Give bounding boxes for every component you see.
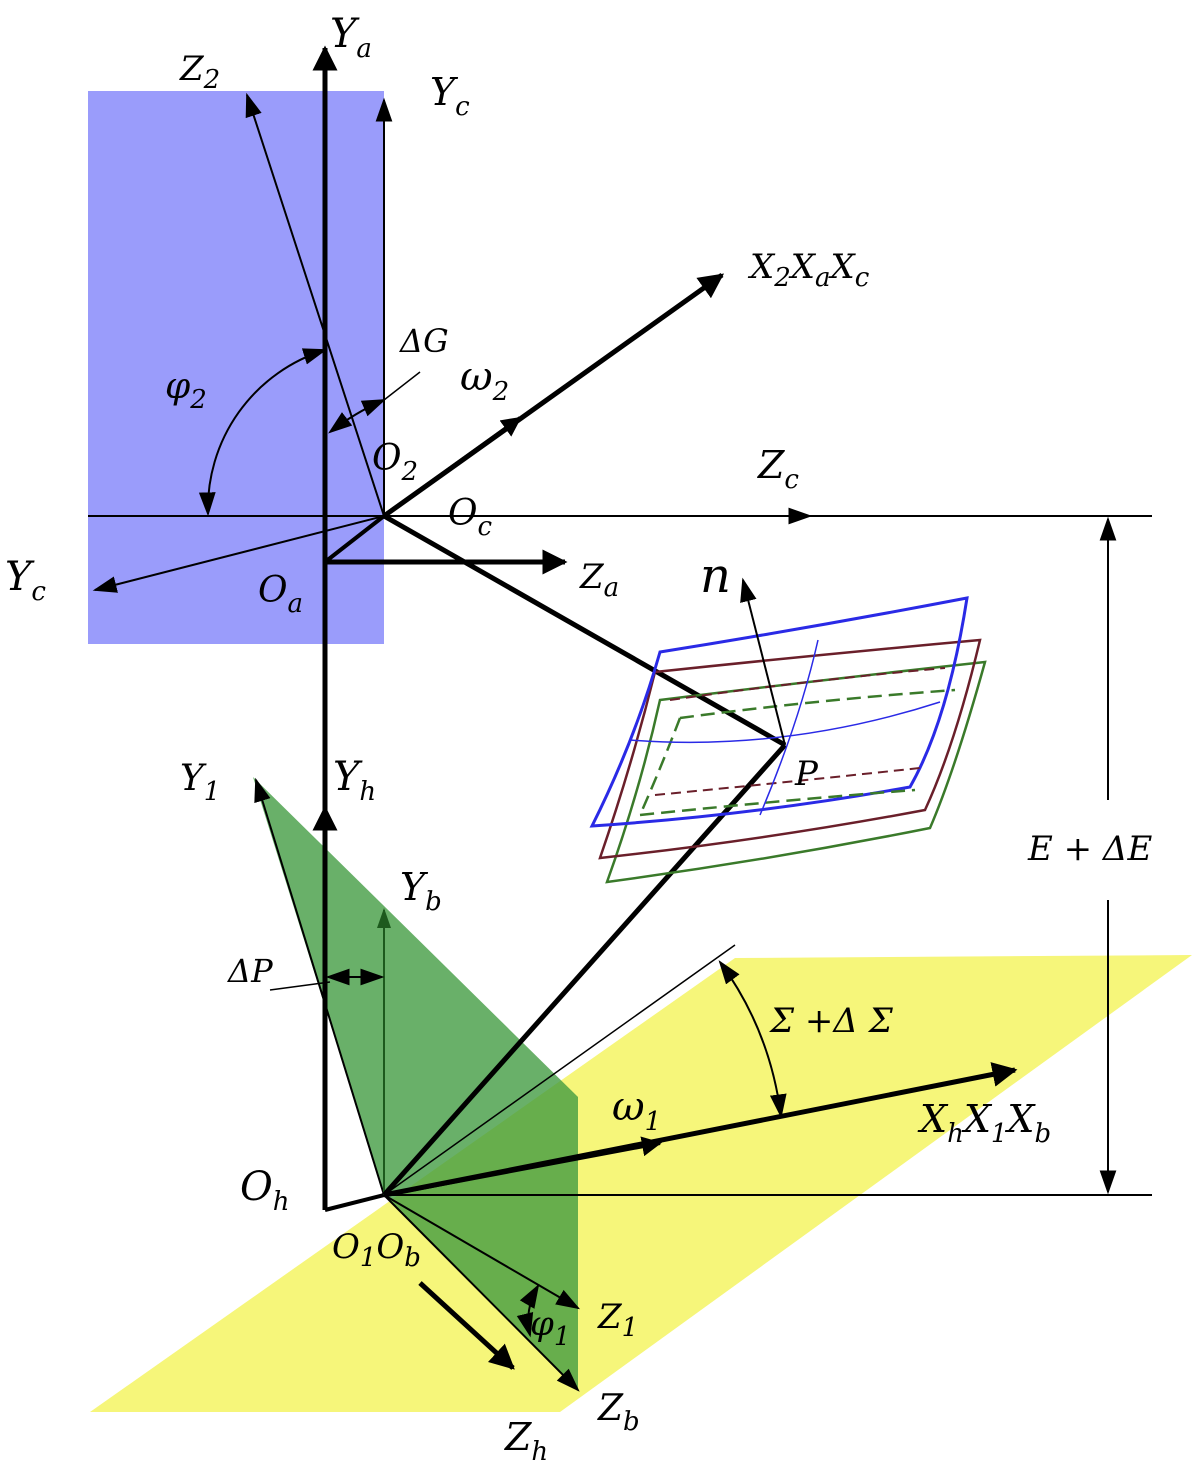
oa-oc-link xyxy=(323,514,386,564)
label-o1-ob: O1Ob xyxy=(332,1227,421,1273)
label-yb: Yb xyxy=(400,865,442,917)
label-omega1: ω1 xyxy=(612,1084,661,1137)
label-z1: Z1 xyxy=(597,1297,638,1343)
yc-axis-left xyxy=(92,515,385,593)
label-sigma-delta-sigma: Σ +Δ Σ xyxy=(768,1001,894,1041)
yellow-plane-edge-line xyxy=(383,944,736,1196)
oc-p-link xyxy=(382,513,787,748)
delta-p-leader xyxy=(269,981,331,991)
surface-dashed-green xyxy=(638,688,956,817)
phi2-angle-arc xyxy=(198,348,328,517)
surface-blue xyxy=(589,596,969,828)
z2-axis xyxy=(245,92,385,517)
green-plane xyxy=(253,777,578,1390)
label-oc: Oc xyxy=(448,493,493,542)
label-phi1: φ1 xyxy=(530,1304,570,1352)
label-phi2: φ2 xyxy=(165,366,207,415)
omega1-vector xyxy=(383,1136,662,1197)
label-ya: Ya xyxy=(330,11,372,64)
sigma-angle-arc xyxy=(718,960,787,1119)
surface-maroon xyxy=(598,638,982,860)
normal-vector xyxy=(740,577,786,746)
o1-p-link xyxy=(382,743,787,1197)
delta-g-arc xyxy=(328,399,387,434)
surface-blue-grid xyxy=(629,639,941,816)
label-zh: Zh xyxy=(504,1415,548,1467)
yellow-plane xyxy=(90,955,1192,1412)
oh-o1-link xyxy=(324,1193,385,1212)
label-p: P xyxy=(794,754,819,794)
omega2-vector xyxy=(382,416,522,518)
label-z2: Z2 xyxy=(179,49,220,95)
delta-g-leader xyxy=(383,371,421,401)
phi1-angle-arc xyxy=(516,1283,540,1338)
label-oa: Oa xyxy=(258,570,303,619)
label-omega2: ω2 xyxy=(460,354,509,407)
label-zc: Zc xyxy=(757,443,799,495)
label-yh: Yh xyxy=(333,754,376,807)
label-o2: O2 xyxy=(372,438,418,487)
zh-direction-arrow xyxy=(418,1281,515,1370)
label-delta-p: ΔP xyxy=(226,952,273,990)
label-yc-top: Yc xyxy=(430,70,470,122)
tooth-surfaces xyxy=(589,596,987,884)
zb-axis xyxy=(383,1194,580,1392)
label-y1: Y1 xyxy=(180,758,220,807)
label-xh-x1-xb: XhX1Xb xyxy=(917,1097,1051,1149)
label-zb: Zb xyxy=(597,1388,640,1437)
label-za: Za xyxy=(579,557,619,603)
label-yc-left: Yc xyxy=(5,554,46,607)
y1-axis xyxy=(254,777,385,1196)
z1-axis xyxy=(383,1194,581,1310)
label-e-delta-e: E + ΔE xyxy=(1027,829,1152,869)
label-oh: Oh xyxy=(240,1164,290,1217)
label-delta-g: ΔG xyxy=(398,322,449,360)
surface-dashed-maroon xyxy=(654,667,946,796)
label-x2-xa-xc: X2XaXc xyxy=(747,247,870,293)
label-n: n xyxy=(700,548,731,604)
